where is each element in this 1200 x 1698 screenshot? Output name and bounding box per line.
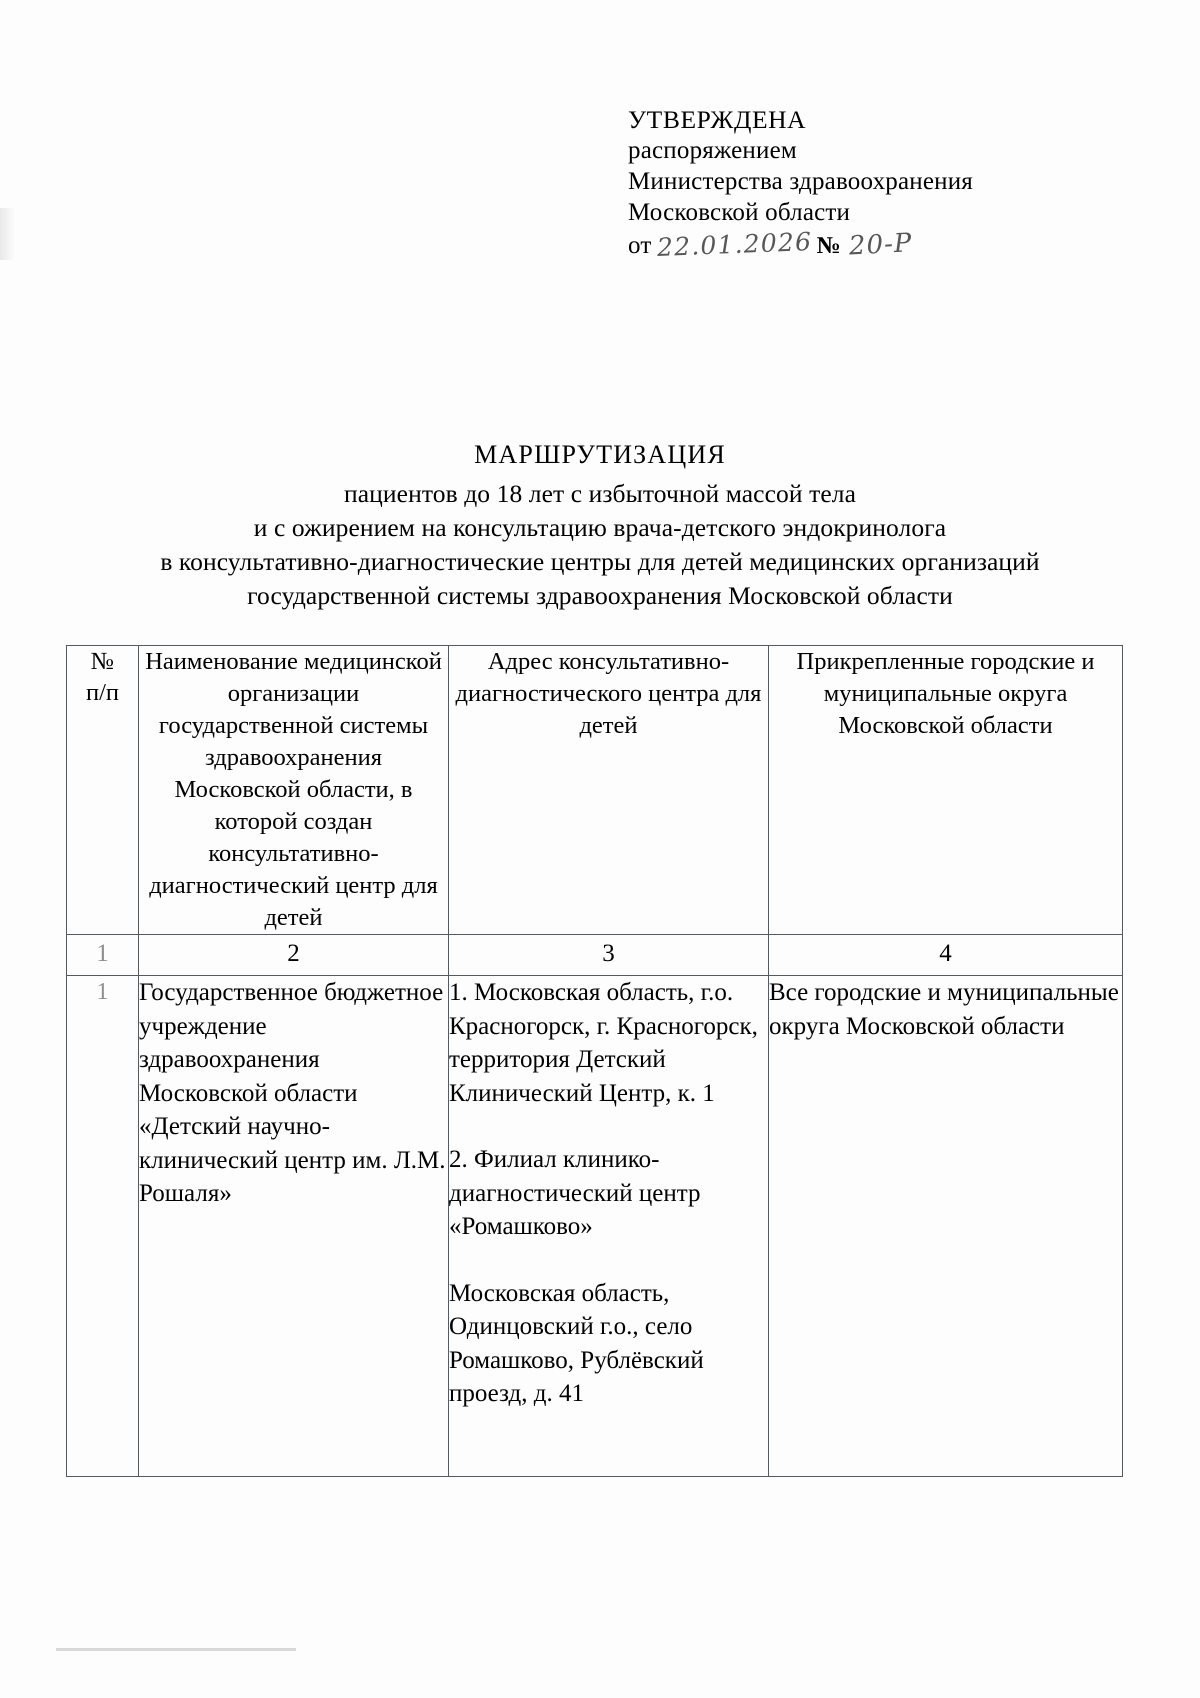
column-header-districts: Прикрепленные городские и муниципальные …	[768, 645, 1123, 935]
column-header-number: № п/п	[66, 645, 139, 935]
column-header-organization: Наименование медицинской организации гос…	[138, 645, 449, 935]
approval-region-line: Московской области	[628, 199, 851, 226]
title-subline-3: в консультативно-диагностические центры …	[160, 547, 1040, 576]
document-title-block: МАРШРУТИЗАЦИЯ пациентов до 18 лет с избы…	[0, 440, 1200, 613]
cell-organization: Государственное бюджетное учреждение здр…	[138, 975, 449, 1477]
column-number-4: 4	[768, 934, 1123, 976]
column-number-3: 3	[448, 934, 769, 976]
address-block-1: 1. Московская область, г.о. Красногорск,…	[449, 979, 758, 1107]
column-header-address: Адрес консультативно-диагностического це…	[448, 645, 769, 935]
scan-artifact-bottom	[56, 1648, 296, 1651]
cell-address: 1. Московская область, г.о. Красногорск,…	[448, 975, 769, 1477]
title-subline-4: государственной системы здравоохранения …	[247, 581, 953, 610]
address-spacer-2	[449, 1244, 768, 1277]
column-number-1: 1	[66, 934, 139, 976]
approval-date-line: от 22.01.2026 № 20-Р	[628, 227, 1088, 262]
number-symbol: №	[816, 233, 841, 259]
page-title: МАРШРУТИЗАЦИЯ	[474, 440, 726, 469]
routing-table: № п/п Наименование медицинской организац…	[66, 645, 1123, 1477]
title-subline-2: и с ожирением на консультацию врача-детс…	[253, 513, 947, 542]
date-prefix-label: от	[628, 232, 652, 259]
table-header-row: № п/п Наименование медицинской организац…	[66, 645, 1123, 935]
approval-order-line: распоряжением	[628, 137, 797, 164]
cell-districts: Все городские и муниципальные округа Мос…	[768, 975, 1123, 1477]
address-spacer-1	[449, 1110, 768, 1143]
column-header-number-line2: п/п	[85, 679, 120, 706]
address-block-3: Московская область, Одинцовский г.о., се…	[449, 1279, 704, 1408]
handwritten-order-number: 20-Р	[848, 228, 914, 262]
column-number-2: 2	[138, 934, 449, 976]
address-block-2: 2. Филиал клинико-диагностический центр …	[449, 1146, 701, 1240]
column-number-row: 1 2 3 4	[66, 934, 1123, 976]
handwritten-date-value: 22.01.2026	[656, 227, 813, 262]
row-number: 1	[66, 975, 139, 1477]
approval-ministry-line: Министерства здравоохранения	[628, 168, 974, 195]
approval-block: УТВЕРЖДЕНА распоряжением Министерства зд…	[628, 104, 1088, 262]
table-row: 1 Государственное бюджетное учреждение з…	[66, 975, 1123, 1477]
column-header-number-line1: №	[90, 648, 115, 675]
approval-heading: УТВЕРЖДЕНА	[628, 105, 807, 134]
scan-artifact-left	[0, 208, 16, 260]
title-subline-1: пациентов до 18 лет с избыточной массой …	[344, 479, 856, 508]
